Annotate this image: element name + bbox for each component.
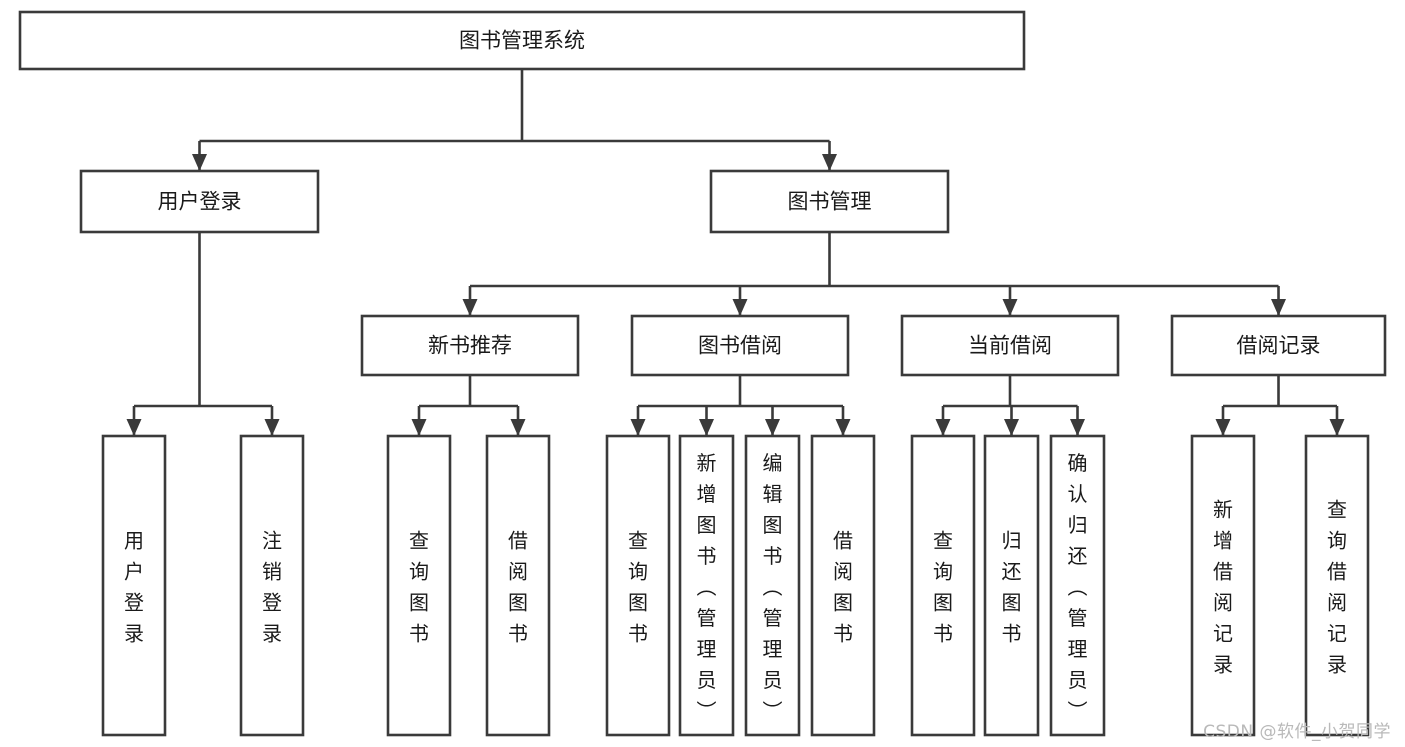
edge-group-book-manage (462, 232, 1286, 316)
node-borrow-record[interactable]: 借阅记录 (1170, 314, 1387, 377)
node-box-book-manage[interactable] (709, 169, 950, 234)
arrow-head-icon (732, 299, 748, 316)
node-label-leaf-query-book-1: 查询图书 (409, 529, 429, 646)
arrow-head-icon (765, 419, 780, 436)
node-box-leaf-user-logout[interactable] (239, 434, 305, 737)
node-label-leaf-confirm-return: 确认归还︵管理员︶ (1068, 451, 1088, 723)
arrow-head-icon (1271, 299, 1286, 316)
node-layer: 图书管理系统用户登录图书管理新书推荐图书借阅当前借阅借阅记录用户登录注销登录查询… (18, 10, 1387, 737)
node-label-current-borrow: 当前借阅 (968, 334, 1052, 358)
node-label-user-login: 用户登录 (158, 190, 242, 214)
node-label-leaf-return-book: 归还图书 (1002, 529, 1022, 646)
node-leaf-borrow-book-2[interactable]: 借阅图书 (810, 434, 876, 737)
arrow-head-icon (1329, 419, 1345, 436)
arrow-head-icon (264, 419, 280, 436)
node-box-leaf-confirm-return[interactable] (1049, 434, 1106, 737)
node-label-leaf-query-book-3: 查询图书 (933, 529, 953, 646)
node-label-borrow-record: 借阅记录 (1237, 334, 1321, 358)
arrow-head-icon (699, 419, 714, 436)
node-label-leaf-borrow-book-2: 借阅图书 (833, 529, 853, 646)
node-leaf-edit-book[interactable]: 编辑图书︵管理员︶ (744, 434, 801, 737)
node-box-leaf-query-record[interactable] (1304, 434, 1370, 737)
node-box-leaf-user-login[interactable] (101, 434, 167, 737)
node-leaf-query-book-1[interactable]: 查询图书 (386, 434, 452, 737)
node-box-leaf-borrow-book-1[interactable] (485, 434, 551, 737)
node-box-new-book-recommend[interactable] (360, 314, 580, 377)
node-box-leaf-query-book-1[interactable] (386, 434, 452, 737)
arrow-head-icon (822, 154, 837, 171)
node-user-login[interactable]: 用户登录 (79, 169, 320, 234)
edge-group-user-login (126, 232, 280, 436)
edge-group-new-book-recommend (411, 375, 526, 436)
edge-group-root (192, 69, 837, 171)
node-leaf-add-record[interactable]: 新增借阅记录 (1190, 434, 1256, 737)
node-box-leaf-query-book-3[interactable] (910, 434, 976, 737)
node-label-leaf-query-record: 查询借阅记录 (1327, 498, 1347, 677)
node-book-borrow[interactable]: 图书借阅 (630, 314, 850, 377)
arrow-head-icon (630, 419, 646, 436)
arrow-head-icon (192, 154, 207, 171)
watermark-text: CSDN @软件_小贺同学 (1203, 722, 1391, 742)
node-leaf-return-book[interactable]: 归还图书 (983, 434, 1040, 737)
node-box-leaf-edit-book[interactable] (744, 434, 801, 737)
arrow-head-icon (510, 419, 526, 436)
node-label-leaf-borrow-book-1: 借阅图书 (508, 529, 528, 646)
node-box-root[interactable] (18, 10, 1026, 71)
node-label-leaf-user-logout: 注销登录 (262, 529, 282, 646)
node-box-borrow-record[interactable] (1170, 314, 1387, 377)
arrow-head-icon (1070, 419, 1085, 436)
node-leaf-user-login[interactable]: 用户登录 (101, 434, 167, 737)
arrow-head-icon (462, 299, 478, 316)
node-label-root: 图书管理系统 (459, 29, 585, 53)
arrow-head-icon (1004, 419, 1019, 436)
node-root[interactable]: 图书管理系统 (18, 10, 1026, 71)
node-label-book-borrow: 图书借阅 (698, 334, 782, 358)
edge-group-book-borrow (630, 375, 851, 436)
connector-layer (126, 69, 1345, 436)
node-box-leaf-borrow-book-2[interactable] (810, 434, 876, 737)
node-leaf-query-book-3[interactable]: 查询图书 (910, 434, 976, 737)
arrow-head-icon (1002, 299, 1018, 316)
arrow-head-icon (1215, 419, 1231, 436)
node-box-leaf-return-book[interactable] (983, 434, 1040, 737)
node-leaf-confirm-return[interactable]: 确认归还︵管理员︶ (1049, 434, 1106, 737)
node-box-user-login[interactable] (79, 169, 320, 234)
node-label-new-book-recommend: 新书推荐 (428, 334, 512, 358)
node-label-leaf-user-login: 用户登录 (124, 529, 144, 646)
node-box-current-borrow[interactable] (900, 314, 1120, 377)
arrow-head-icon (835, 419, 851, 436)
node-label-leaf-add-book: 新增图书︵管理员︶ (697, 451, 717, 723)
node-box-leaf-add-book[interactable] (678, 434, 735, 737)
node-leaf-add-book[interactable]: 新增图书︵管理员︶ (678, 434, 735, 737)
node-leaf-query-book-2[interactable]: 查询图书 (605, 434, 671, 737)
node-label-leaf-edit-book: 编辑图书︵管理员︶ (763, 451, 783, 723)
arrow-head-icon (411, 419, 427, 436)
node-leaf-borrow-book-1[interactable]: 借阅图书 (485, 434, 551, 737)
node-leaf-user-logout[interactable]: 注销登录 (239, 434, 305, 737)
node-new-book-recommend[interactable]: 新书推荐 (360, 314, 580, 377)
edge-group-borrow-record (1215, 375, 1345, 436)
node-current-borrow[interactable]: 当前借阅 (900, 314, 1120, 377)
node-box-leaf-add-record[interactable] (1190, 434, 1256, 737)
node-label-leaf-add-record: 新增借阅记录 (1213, 498, 1233, 677)
node-label-leaf-query-book-2: 查询图书 (628, 529, 648, 646)
node-label-book-manage: 图书管理 (788, 190, 872, 214)
node-leaf-query-record[interactable]: 查询借阅记录 (1304, 434, 1370, 737)
arrow-head-icon (935, 419, 951, 436)
node-book-manage[interactable]: 图书管理 (709, 169, 950, 234)
arrow-head-icon (126, 419, 142, 436)
node-box-leaf-query-book-2[interactable] (605, 434, 671, 737)
node-box-book-borrow[interactable] (630, 314, 850, 377)
edge-group-current-borrow (935, 375, 1085, 436)
